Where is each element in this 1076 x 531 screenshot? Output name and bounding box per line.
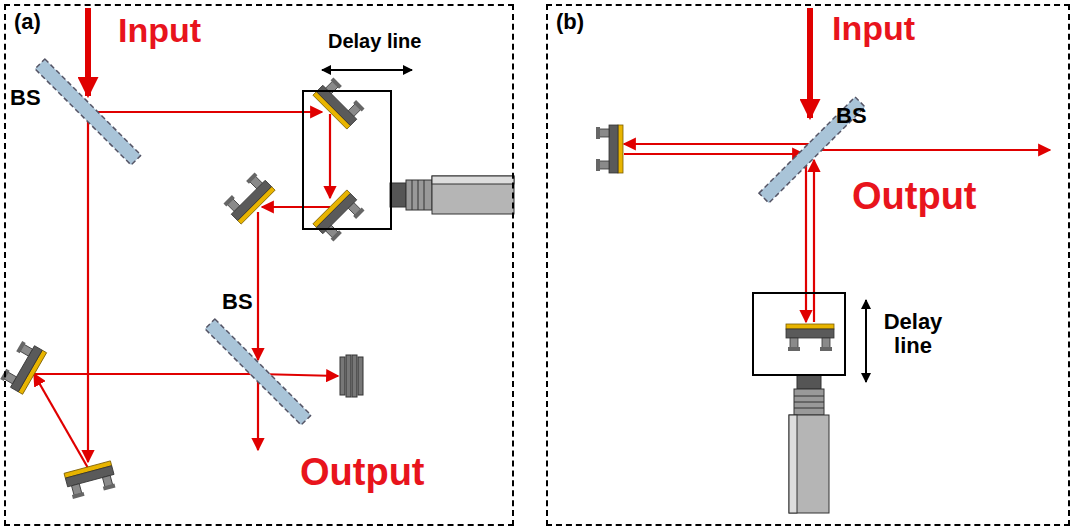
beam-label: Input xyxy=(832,10,915,47)
panel-letter: (b) xyxy=(556,10,584,34)
stage-label: Delay line xyxy=(878,310,948,358)
beam-label: Output xyxy=(852,176,977,218)
component-label: BS xyxy=(836,104,867,128)
component-label: BS xyxy=(222,290,253,314)
beam-label: Input xyxy=(118,12,201,49)
beam-label: Output xyxy=(300,452,425,494)
delay-line-stage: Delay line xyxy=(752,292,846,376)
stage-label: Delay line xyxy=(328,30,421,52)
component-label: BS xyxy=(10,86,41,110)
delay-line-stage: Delay line xyxy=(302,90,392,230)
panel-frame: (b) Delay line xyxy=(546,4,1070,526)
panel-letter: (a) xyxy=(14,10,41,34)
panel-frame: (a) Delay line xyxy=(4,4,514,526)
